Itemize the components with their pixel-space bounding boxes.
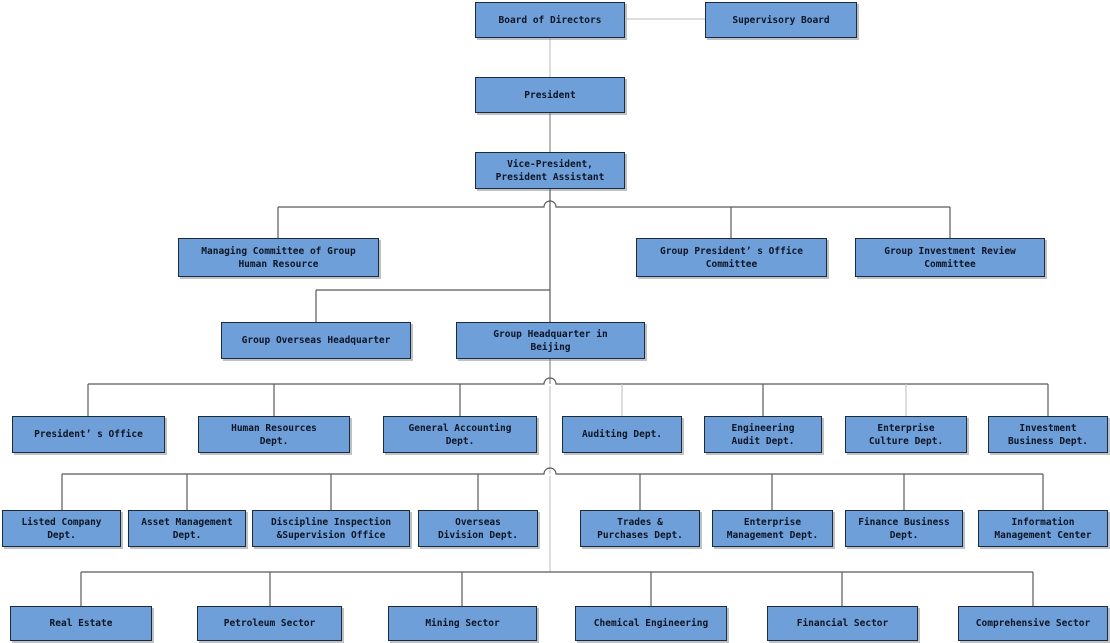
org-node-financial-sector: Financial Sector [767, 606, 918, 641]
org-node-label-line: Managing Committee of Group [201, 245, 356, 257]
org-node-label-line: Culture Dept. [868, 435, 944, 447]
org-node-label-line: Overseas [455, 516, 501, 528]
org-node-label-line: Dept. [259, 435, 289, 447]
org-node-label-line: Dept. [47, 529, 76, 541]
org-node-presidents-office: President’ s Office [12, 416, 165, 453]
org-node-label-line: Dept. [889, 529, 919, 541]
org-node-label-line: Group Overseas Headquarter [241, 335, 391, 346]
org-node-label-line: General Accounting [408, 422, 512, 434]
org-node-label-line: Financial Sector [796, 618, 889, 629]
org-node-label-line: Mining Sector [425, 618, 500, 629]
org-node-label-line: Human Resources [231, 422, 317, 434]
org-node-label-line: Information [1011, 516, 1075, 528]
org-node-label-line: Human Resource [238, 258, 319, 270]
org-node-label-line: Trades & [617, 516, 663, 528]
connector-line [88, 377, 1048, 385]
org-node-label-line: Management Dept. [726, 529, 819, 541]
org-node-label-line: Supervisory Board [732, 14, 830, 26]
org-node-label-line: Real Estate [49, 618, 113, 629]
org-node-label-line: President Assistant [495, 171, 605, 183]
org-node-auditing-dept: Auditing Dept. [562, 416, 682, 453]
org-node-label-line: Enterprise [877, 422, 935, 434]
org-node-label-line: Committee [705, 258, 758, 270]
org-node-label-line: &Supervision Office [276, 529, 386, 541]
org-node-mining-sector: Mining Sector [388, 606, 537, 641]
org-node-label-line: Group Investment Review [884, 245, 1016, 257]
org-node-petroleum-sector: Petroleum Sector [197, 606, 342, 641]
org-node-supervisory-board: Supervisory Board [705, 2, 857, 38]
org-node-label-line: Audit Dept. [731, 435, 795, 447]
org-node-label-line: Chemical Engineering [593, 618, 709, 629]
org-node-label-line: Business Dept. [1007, 435, 1089, 447]
org-node-label-line: Purchases Dept. [597, 529, 683, 541]
org-node-label-line: Petroleum Sector [223, 618, 316, 629]
org-node-label-line: Discipline Inspection [270, 516, 392, 528]
org-node-label-line: Investment [1019, 422, 1077, 434]
org-node-label-line: President [524, 89, 576, 101]
org-node-label-line: Comprehensive Sector [975, 618, 1091, 629]
org-node-comprehensive-sector: Comprehensive Sector [958, 606, 1108, 641]
org-node-discipline-inspection-supervision-office: Discipline Inspection&Supervision Office [252, 510, 410, 547]
org-node-vice-president: Vice-President,President Assistant [475, 152, 625, 189]
org-node-real-estate: Real Estate [10, 606, 152, 641]
org-node-label-line: Division Dept. [437, 529, 519, 541]
org-node-group-overseas-headquarter: Group Overseas Headquarter [221, 322, 411, 359]
org-node-label-line: Auditing Dept. [581, 429, 663, 440]
org-node-label-line: Listed Company [21, 516, 102, 528]
org-node-label-line: President’ s Office [34, 429, 143, 440]
org-node-board-of-directors: Board of Directors [475, 2, 625, 38]
org-node-label-line: Asset Management [141, 516, 233, 528]
org-node-label-line: Finance Business [858, 516, 950, 528]
org-node-label-line: Group President’ s Office [660, 245, 803, 257]
org-node-chemical-engineering: Chemical Engineering [575, 606, 727, 641]
org-node-trades-purchases-dept: Trades &Purchases Dept. [580, 510, 700, 547]
connector-line [278, 200, 950, 208]
org-node-label-line: Beijing [530, 341, 571, 353]
org-node-label-line: Enterprise [743, 516, 802, 528]
org-node-label-line: Management Center [994, 529, 1092, 541]
connector-line [62, 467, 1043, 475]
org-node-label-line: Vice-President, [507, 158, 593, 170]
org-node-label-line: Committee [924, 258, 976, 270]
org-node-label-line: Dept. [172, 529, 202, 541]
org-node-label-line: Dept. [445, 435, 475, 447]
org-node-label-line: Engineering [731, 422, 795, 434]
org-node-label-line: Board of Directors [498, 14, 602, 26]
org-node-president: President [475, 77, 625, 113]
org-node-label-line: Group Headquarter in [493, 328, 608, 340]
